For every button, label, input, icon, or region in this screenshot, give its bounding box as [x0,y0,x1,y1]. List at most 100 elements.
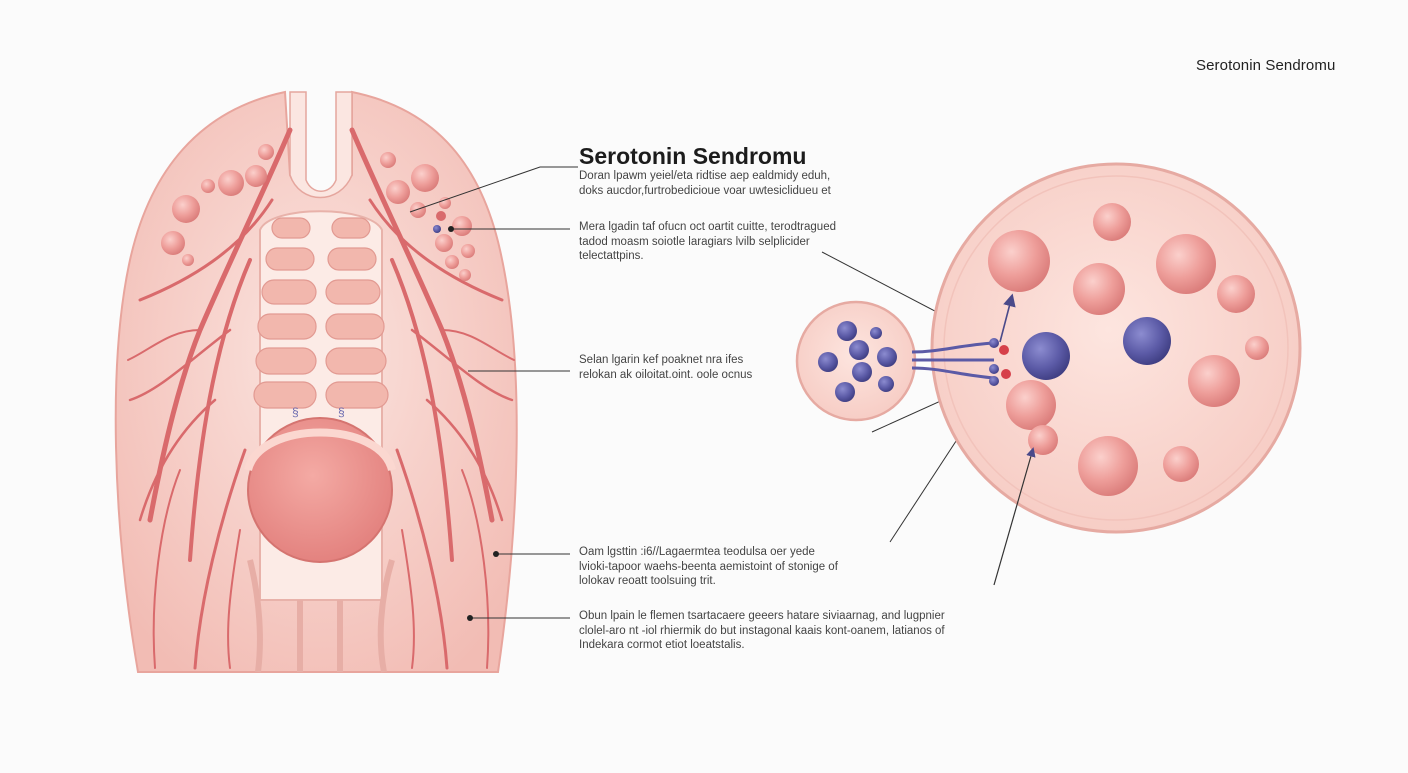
reuptake-arrow [993,447,1036,586]
annotation-line: tadod moasm soiotle laragiars lvilb selp… [579,235,810,248]
vesicle [1078,436,1138,496]
globule [461,244,475,258]
globule [182,254,194,266]
vessel [128,328,232,402]
annotation-line: Obun lpain le flemen tsartacaere geeers … [579,610,945,622]
annotation-line: Doran lpawm yeiel/eta ridtise aep ealdmi… [579,170,831,182]
globule [380,152,396,168]
rib [255,347,317,375]
globule [459,269,471,281]
axon-terminal [989,376,999,386]
release-arrow [999,293,1016,343]
globule [258,144,274,160]
axon-terminal [989,338,999,348]
serotonin-receptor [1123,317,1171,365]
annotation-2: Mera lgadin taf ofucn oct oartit cuitte,… [579,220,836,264]
annotation-line: doks aucdor,furtrobedicioue voar uwtesic… [579,184,831,197]
vesicle [1156,234,1216,294]
annotation-3: Selan lgarin kef poaknet nra ifes reloka… [579,353,752,382]
blood-vessels [349,127,515,670]
vessel [127,329,201,361]
globule [172,195,200,223]
organ-rim [244,428,396,472]
rib [331,217,371,239]
vesicle [1163,446,1199,482]
tissue-globules [161,144,475,281]
annotation-5: Obun lpain le flemen tsartacaere geeers … [579,609,945,653]
serotonin-molecule [849,340,869,360]
vessel [410,328,514,402]
small-marker-glyph: § [338,405,345,419]
annotation-line: relokan ak oiloitat.oint. oole ocnus [579,368,753,381]
leader-dot [448,226,454,232]
vessel [188,258,252,562]
vesicle [1073,263,1125,315]
rib [325,381,389,409]
vesicle [1028,425,1058,455]
annotation-line: lvioki-tapoor waehs-beenta aemistoint of… [579,560,838,573]
vessel [193,448,247,670]
annotation-line: clolel-aro nt -iol rhiermik do but insta… [579,624,945,637]
annotation-line: Indekara cormot etiot loeatstalis. [579,639,745,651]
axon-connection [911,341,995,380]
serotonin-molecule [878,376,894,392]
globule [411,164,439,192]
receptor-site [999,345,1009,355]
vessel [461,469,490,669]
vessel [390,258,454,562]
vesicle [1006,380,1056,430]
stomach-organ [247,417,393,563]
globule [410,202,426,218]
leader-dot [493,551,499,557]
leader-line-1 [409,166,578,213]
rib [327,247,377,271]
vesicle [988,230,1050,292]
globule [218,170,244,196]
serotonin-molecule [877,347,897,367]
vesicle [1188,355,1240,407]
vesicle [1217,275,1255,313]
globule [435,234,453,252]
vesicle [1093,203,1131,241]
globule [245,165,267,187]
globule [452,216,472,236]
globule-serotonin [433,225,441,233]
serotonin-molecule [852,362,872,382]
leader-dots [448,226,499,621]
annotation-1: Doran lpawm yeiel/eta ridtise aep ealdmi… [579,169,831,198]
serotonin-molecule [837,321,857,341]
rib [325,347,387,375]
globule [386,180,410,204]
synapse-diagram [795,162,1302,586]
vessel [368,198,504,302]
presynaptic-cell [795,300,917,422]
receptor-site [1001,369,1011,379]
rib [261,279,317,305]
rib-segments [253,217,389,409]
serotonin-receptor [1022,332,1070,380]
annotation-line: Oam lgsttin :i6//Lagaermtea teodulsa oer… [579,546,815,558]
annotation-line: lolokav reoatt toolsuing trit. [579,575,716,587]
rib [271,217,311,239]
small-marker-glyph: § [292,405,299,419]
blood-vessels [127,127,293,670]
annotation-line: Mera lgadin taf ofucn oct oartit cuitte,… [579,221,836,233]
anatomy-illustration: § § [114,90,518,673]
leader-dot [467,615,473,621]
annotation-line: telectattpins. [579,250,644,262]
rib [265,247,315,271]
serotonin-molecule [818,352,838,372]
annotation-4: Oam lgsttin :i6//Lagaermtea teodulsa oer… [579,545,838,589]
vessel [395,448,449,670]
vessel [152,469,181,669]
rib [253,381,317,409]
trachea-tube [289,91,353,199]
globule [201,179,215,193]
vessel [441,329,515,361]
globule [439,197,451,209]
globule [161,231,185,255]
vessel [401,529,415,669]
globule [445,255,459,269]
vessel [138,398,217,522]
